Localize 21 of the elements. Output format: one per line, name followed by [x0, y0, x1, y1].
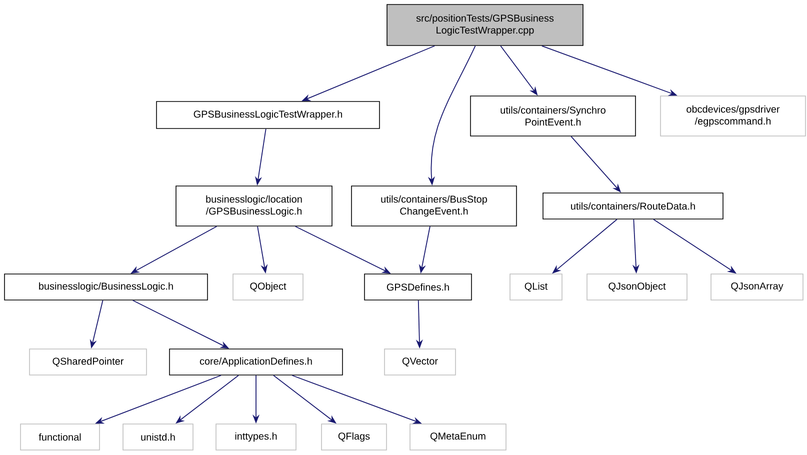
file-box: QJsonObject	[586, 274, 688, 300]
file-box: businesslogic/BusinessLogic.h	[4, 274, 208, 300]
file-box: QSharedPointer	[29, 348, 147, 376]
file-box: QJsonArray	[710, 274, 804, 300]
file-box: QMetaEnum	[410, 424, 506, 450]
file-box: obcdevices/gpsdriver /egpscommand.h	[660, 96, 806, 136]
file-box: functional	[20, 424, 100, 450]
file-box: QVector	[384, 348, 456, 376]
file-box: QList	[510, 274, 562, 300]
file-box: utils/containers/Synchro PointEvent.h	[470, 96, 636, 136]
file-box: GPSDefines.h	[364, 274, 472, 300]
file-box: QObject	[232, 274, 304, 300]
file-box: GPSBusinessLogicTestWrapper.h	[156, 101, 380, 129]
file-box: core/ApplicationDefines.h	[169, 348, 343, 376]
file-box: src/positionTests/GPSBusiness LogicTestWrapper.cpp	[386, 4, 584, 46]
file-box: unistd.h	[122, 424, 194, 450]
file-box: QFlags	[321, 424, 387, 450]
file-box: businesslogic/location /GPSBusinessLogic.h	[176, 186, 332, 226]
file-box: utils/containers/BusStop ChangeEvent.h	[351, 186, 517, 226]
file-box: utils/containers/RouteData.h	[542, 192, 724, 220]
file-box: inttypes.h	[216, 424, 296, 450]
